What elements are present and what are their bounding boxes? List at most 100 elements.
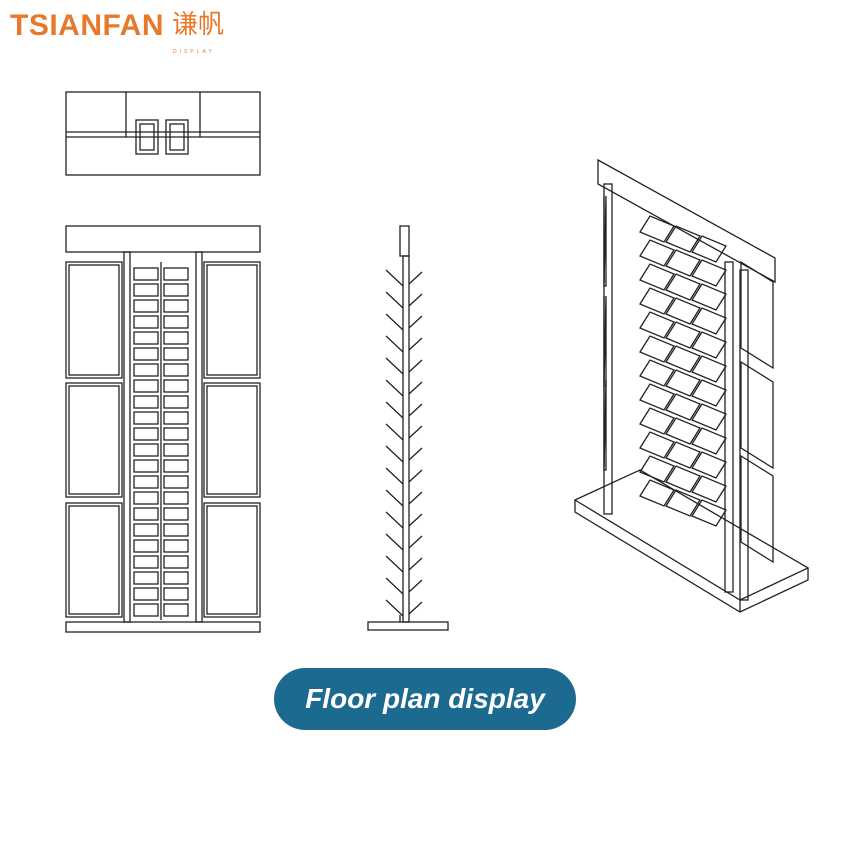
shelf-slot (133, 331, 159, 345)
hook-left (385, 335, 404, 353)
shelf-slot (163, 539, 189, 553)
frame-panel (203, 261, 261, 379)
perspective-shelf (639, 215, 675, 243)
shelf-slot (133, 555, 159, 569)
hook-left (385, 555, 404, 573)
shelf-slot (133, 603, 159, 617)
perspective-shelf (691, 235, 727, 263)
shelf-slot (133, 347, 159, 361)
perspective-shelf (665, 225, 701, 253)
perspective-shelf (639, 335, 675, 363)
hook-right (408, 315, 423, 329)
perspective-view-drawing (573, 158, 810, 613)
hook-right (408, 359, 423, 373)
hook-right (408, 403, 423, 417)
perspective-shelf (691, 355, 727, 383)
perspective-shelf (691, 379, 727, 407)
perspective-shelf (665, 321, 701, 349)
frame-panel-inner (68, 505, 120, 615)
shelf-slot (163, 411, 189, 425)
shelf-slot (133, 587, 159, 601)
perspective-shelf (665, 249, 701, 277)
hook-left (385, 445, 404, 463)
perspective-shelf (691, 403, 727, 431)
shelf-slot (133, 427, 159, 441)
hook-right (408, 293, 423, 307)
shelf-slot (133, 507, 159, 521)
perspective-shelf (639, 263, 675, 291)
perspective-panel (740, 454, 774, 564)
top-view-drawing (65, 91, 261, 176)
perspective-shelf (691, 331, 727, 359)
hook-left (385, 401, 404, 419)
shelf-slot (133, 539, 159, 553)
shelf-slot (163, 347, 189, 361)
shelf-slot (133, 299, 159, 313)
hook-left (385, 269, 404, 287)
frame-panel (203, 502, 261, 618)
perspective-shelf (639, 383, 675, 411)
frame-panel-inner (206, 385, 258, 495)
perspective-shelf (691, 259, 727, 287)
shelf-slot (133, 363, 159, 377)
hook-left (385, 467, 404, 485)
perspective-shelf (665, 393, 701, 421)
hook-left (385, 577, 404, 595)
frame-panel-inner (206, 264, 258, 376)
caption-badge: Floor plan display (274, 668, 576, 730)
shelf-slot (163, 459, 189, 473)
perspective-panel (740, 260, 774, 370)
shelf-slot (133, 379, 159, 393)
perspective-shelf (691, 283, 727, 311)
shelf-slot (133, 443, 159, 457)
shelf-slot (163, 427, 189, 441)
hook-left (385, 599, 404, 617)
shelf-slot (163, 395, 189, 409)
shelf-slot (133, 395, 159, 409)
perspective-shelf (639, 359, 675, 387)
hook-left (385, 291, 404, 309)
shelf-slot (163, 443, 189, 457)
hook-right (408, 513, 423, 527)
shelf-slot (163, 475, 189, 489)
perspective-shelf (639, 311, 675, 339)
shelf-slot (163, 523, 189, 537)
shelf-slot (163, 283, 189, 297)
hook-right (408, 579, 423, 593)
perspective-panel-edge (603, 379, 607, 471)
perspective-shelf (691, 499, 727, 527)
hook-right (408, 535, 423, 549)
brand-name: TSIANFAN (10, 9, 164, 42)
perspective-shelf (665, 465, 701, 493)
perspective-shelf (639, 431, 675, 459)
frame-panel-inner (206, 505, 258, 615)
perspective-shelf (639, 479, 675, 507)
brand-tagline: DISPLAY (173, 49, 215, 55)
perspective-shelf (665, 345, 701, 373)
perspective-shelf (639, 287, 675, 315)
shelf-slot (163, 603, 189, 617)
front-view-drawing (65, 225, 261, 633)
perspective-shelf (639, 455, 675, 483)
shelf-slot (133, 315, 159, 329)
frame-panel (65, 502, 123, 618)
perspective-shelf (691, 475, 727, 503)
shelf-slot (163, 491, 189, 505)
hook-right (408, 557, 423, 571)
hook-right (408, 381, 423, 395)
perspective-panel (740, 360, 774, 470)
shelf-slot (163, 555, 189, 569)
perspective-shelf (665, 417, 701, 445)
perspective-shelf (665, 369, 701, 397)
hook-right (408, 601, 423, 615)
perspective-shelf (665, 297, 701, 325)
perspective-shelf (665, 441, 701, 469)
frame-panel (65, 382, 123, 498)
hook-right (408, 271, 423, 285)
hook-left (385, 533, 404, 551)
frame-panel (203, 382, 261, 498)
perspective-shelf (665, 489, 701, 517)
perspective-shelf (665, 273, 701, 301)
